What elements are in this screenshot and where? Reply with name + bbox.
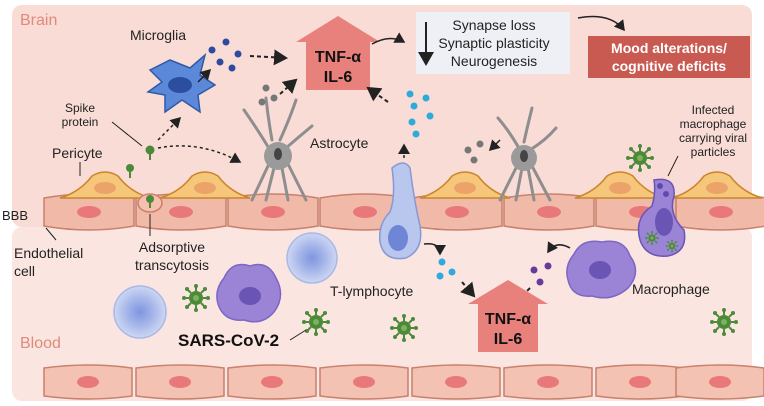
virus-icon bbox=[709, 307, 739, 337]
astrocyte-label: Astrocyte bbox=[310, 135, 369, 151]
brain-cytokine-line2: IL-6 bbox=[324, 69, 353, 86]
virus-icon bbox=[301, 307, 331, 337]
macrophage-cytokines bbox=[530, 262, 552, 286]
brain-cytokine-line1: TNF-α bbox=[315, 49, 361, 66]
microglia-label: Microglia bbox=[130, 27, 186, 43]
microglia-to-cytokine-arrow bbox=[249, 49, 288, 66]
spike-label-line1: Spike bbox=[65, 101, 95, 115]
brain-label: Brain bbox=[20, 12, 57, 29]
macrophage-cell-right bbox=[566, 240, 637, 299]
virus-icon bbox=[389, 313, 419, 343]
sars-cov2-label: SARS-CoV-2 bbox=[178, 331, 279, 350]
t-lymphocyte-label: T-lymphocyte bbox=[330, 283, 413, 299]
outcome-line1: Mood alterations/ bbox=[611, 40, 727, 56]
transcytosis-vesicle bbox=[137, 193, 163, 213]
blood-cytokine-line1: TNF-α bbox=[485, 311, 531, 328]
blood-cytokine-arrow: TNF-α IL-6 bbox=[468, 280, 548, 352]
virus-icon bbox=[625, 143, 655, 173]
effects-box bbox=[416, 12, 570, 74]
microglia-cytokines bbox=[208, 38, 242, 72]
lymphocyte-cytokines-brain bbox=[406, 90, 434, 138]
infected-macrophage-line3: carrying viral bbox=[679, 131, 747, 145]
spike-protein-icon bbox=[145, 145, 155, 160]
macrophage-virus-particles bbox=[657, 183, 669, 197]
macrophage-label: Macrophage bbox=[632, 281, 710, 297]
lymphocyte-cell bbox=[113, 285, 167, 339]
effect-item-1: Synapse loss bbox=[452, 17, 535, 33]
effect-item-2: Synaptic plasticity bbox=[438, 35, 549, 51]
infected-macrophage-line1: Infected bbox=[692, 103, 735, 117]
adsorptive-label-line2: transcytosis bbox=[135, 257, 209, 273]
adsorptive-label-line1: Adsorptive bbox=[139, 239, 205, 255]
lymphocyte-cytokines-blood bbox=[436, 258, 456, 280]
brain-cytokine-arrow: TNF-α IL-6 bbox=[296, 16, 380, 90]
outcome-box bbox=[588, 36, 750, 78]
spike-protein-pericyte-icon bbox=[126, 164, 134, 178]
endothelial-label-line2: cell bbox=[14, 263, 35, 279]
astrocyte-right-cytokines bbox=[464, 140, 484, 164]
outcome-line2: cognitive deficits bbox=[612, 58, 727, 74]
microglia-cell bbox=[146, 52, 217, 114]
blood-cytokine-line2: IL-6 bbox=[494, 331, 523, 348]
effect-item-3: Neurogenesis bbox=[451, 53, 537, 69]
astrocyte-left bbox=[242, 96, 314, 202]
infected-macrophage-line4: particles bbox=[691, 145, 736, 159]
blood-vessel-wall bbox=[43, 364, 764, 400]
pericyte-label: Pericyte bbox=[52, 145, 103, 161]
virus-icon bbox=[181, 283, 211, 313]
infected-macrophage bbox=[637, 178, 686, 257]
astrocyte-cytokines bbox=[258, 84, 278, 106]
t-lymphocyte-cell bbox=[286, 232, 338, 284]
bbb-label: BBB bbox=[2, 208, 28, 223]
spike-label-line2: protein bbox=[62, 115, 99, 129]
endothelial-label-line1: Endothelial bbox=[14, 245, 83, 261]
infected-macrophage-line2: macrophage bbox=[680, 117, 747, 131]
macrophage-cell-left bbox=[216, 263, 282, 323]
blood-label: Blood bbox=[20, 335, 61, 352]
